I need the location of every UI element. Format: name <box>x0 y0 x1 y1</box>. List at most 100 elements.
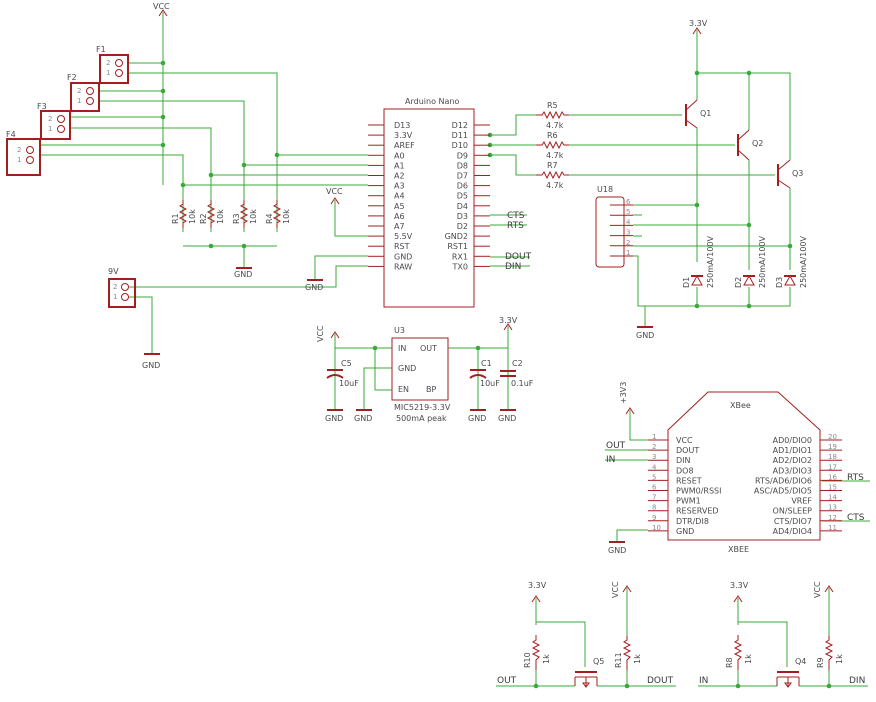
xbee-left-pin-number: 4 <box>652 463 657 471</box>
svg-text:250mA/100V: 250mA/100V <box>758 236 767 289</box>
fuse-f3-label: F3 <box>37 102 47 111</box>
net-in-ls: IN <box>699 676 708 686</box>
svg-text:4.7k: 4.7k <box>546 121 564 130</box>
svg-text:1: 1 <box>77 97 81 105</box>
fuse-f2-label: F2 <box>67 73 77 82</box>
xbee-right-pin-label: AD1/DIO1 <box>773 446 812 455</box>
capacitor-c1: C1 10uF <box>469 359 500 388</box>
header-pin-number: 1 <box>626 249 630 257</box>
xbee-right-pin-label: ON/SLEEP <box>773 507 813 516</box>
xbee-left-pin-label: DTR/DI8 <box>676 517 709 526</box>
header-pin-number: 5 <box>626 208 630 216</box>
xbee-label: XBEE <box>728 545 749 554</box>
nano-left-pin-label: A6 <box>394 212 405 221</box>
nano-left-pin-label: A7 <box>394 222 405 231</box>
resistor-r5: R5 4.7k <box>536 101 569 130</box>
gnd-label-u3: GND <box>354 414 372 423</box>
svg-text:10uF: 10uF <box>339 379 359 388</box>
fuse-f1: F1 2 1 <box>96 45 129 84</box>
nano-right-pin-label: D12 <box>452 121 468 130</box>
nano-right-pin-label: TX0 <box>452 262 468 271</box>
svg-text:R5: R5 <box>547 101 558 110</box>
svg-text:GND: GND <box>398 364 416 373</box>
fuse-f3: F3 2 1 <box>37 102 71 140</box>
nano-right-pin-label: RST1 <box>447 242 468 251</box>
battery-label: 9V <box>108 267 119 276</box>
resistor-r2: R2 10k <box>199 200 225 228</box>
svg-text:Q3: Q3 <box>792 169 803 178</box>
net-cts-nano: CTS <box>507 211 525 221</box>
svg-text:10k: 10k <box>282 209 291 224</box>
nano-right-pin-label: D11 <box>452 131 468 140</box>
net-din-nano: DIN <box>505 262 521 272</box>
svg-text:R9: R9 <box>816 657 825 668</box>
gnd-label-nano: GND <box>305 283 323 292</box>
svg-text:2: 2 <box>77 87 81 95</box>
svg-text:1: 1 <box>17 156 21 164</box>
xbee-left-pin-number: 5 <box>652 473 656 481</box>
xbee-right-pin-number: 13 <box>828 504 837 512</box>
net-out-ls: OUT <box>497 676 517 686</box>
fuse-f4: F4 2 1 <box>6 130 41 176</box>
fuse-f4-label: F4 <box>6 130 16 139</box>
gnd-label-c2: GND <box>498 414 516 423</box>
net-dout-nano: DOUT <box>505 252 532 262</box>
regulator-u3: U3 IN OUT GND EN BP MIC5219-3.3V 500mA p… <box>391 326 451 423</box>
nano-right-pin-label: D3 <box>457 212 468 221</box>
svg-text:1k: 1k <box>835 654 844 664</box>
svg-text:2: 2 <box>48 115 52 123</box>
xbee-title: XBee <box>730 401 751 410</box>
resistor-r10: R10 1k <box>523 635 551 670</box>
svg-text:R7: R7 <box>547 161 558 170</box>
resistor-r6: R6 4.7k <box>536 131 569 160</box>
svg-text:Q1: Q1 <box>700 109 711 118</box>
svg-text:10k: 10k <box>188 209 197 224</box>
vcc-label-reg: VCC <box>316 325 325 342</box>
power-symbols: VCC 3.3V VCC GND GND GND GND VCC GND GND… <box>142 2 834 603</box>
gnd-label-diodes: GND <box>636 331 654 340</box>
v33-label-top: 3.3V <box>689 19 708 28</box>
svg-text:Q4: Q4 <box>795 657 806 666</box>
resistor-r3: R3 10k <box>232 200 258 228</box>
resistor-r1: R1 10k <box>171 200 197 228</box>
v33-label-ls1: 3.3V <box>528 581 547 590</box>
arduino-title: Arduino Nano <box>405 97 459 106</box>
svg-text:D1: D1 <box>682 277 691 288</box>
svg-text:D2: D2 <box>734 277 743 288</box>
fuse-f1-label: F1 <box>96 45 106 54</box>
xbee-right-pin-label: AD4/DIO4 <box>773 527 812 536</box>
svg-text:0.1uF: 0.1uF <box>511 379 534 388</box>
svg-text:C1: C1 <box>481 359 492 368</box>
svg-text:R2: R2 <box>199 213 208 224</box>
header-pin-number: 3 <box>626 229 630 237</box>
xbee-left-pin-number: 6 <box>652 484 657 492</box>
svg-text:2: 2 <box>113 283 117 291</box>
vcc-label-top: VCC <box>153 2 170 11</box>
nano-left-pin-label: A0 <box>394 151 405 160</box>
svg-text:C5: C5 <box>341 359 352 368</box>
transistor-q1: Q1 <box>685 99 711 129</box>
xbee-left-pin-label: DIN <box>676 456 691 465</box>
battery-connector: 9V 2 1 <box>108 267 136 308</box>
fuse-f2: F2 2 1 <box>67 73 100 112</box>
net-cts-xbee: CTS <box>847 513 865 523</box>
xbee-left-pin-number: 8 <box>652 504 656 512</box>
svg-text:2: 2 <box>106 59 110 67</box>
nano-left-pin-label: RST <box>394 242 410 251</box>
svg-text:1k: 1k <box>542 654 551 664</box>
nano-left-pin-label: 3.3V <box>394 131 413 140</box>
xbee-right-pin-number: 18 <box>828 453 837 461</box>
wires <box>40 12 870 687</box>
xbee-right-pin-label: VREF <box>791 497 812 506</box>
arduino-nano: Arduino Nano D133.3VAREFA0A1A2A3A4A5A6A7… <box>368 97 490 308</box>
svg-text:R3: R3 <box>232 213 241 224</box>
nano-left-pin-label: A3 <box>394 182 405 191</box>
net-din-ls: DIN <box>849 676 865 686</box>
header-pin-number: 6 <box>626 198 631 206</box>
v33-label-ls2: 3.3V <box>730 581 749 590</box>
nano-left-pin-label: RAW <box>394 262 412 271</box>
